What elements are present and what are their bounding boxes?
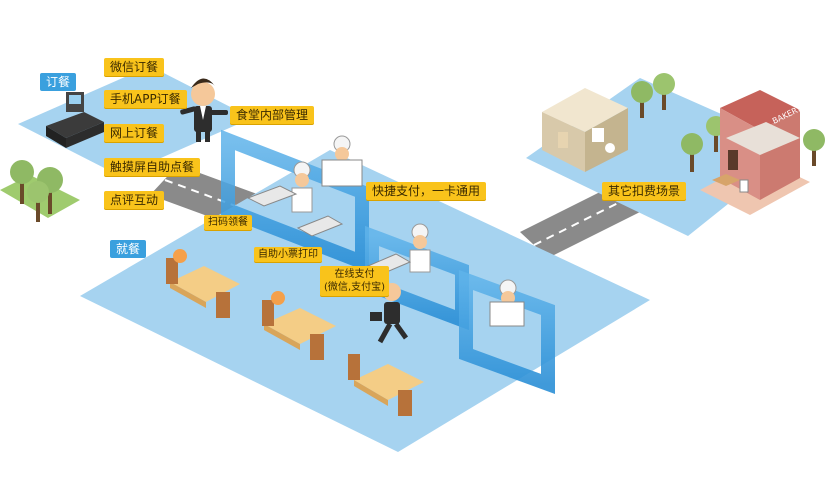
other-scenarios-label: 其它扣费场景 (602, 182, 687, 200)
cash-register-icon (46, 92, 104, 148)
receipt-print-label: 自助小票打印 (254, 247, 322, 262)
chef-icon (291, 135, 525, 327)
cafe-table-icon (712, 174, 749, 193)
dining-table-2 (262, 291, 336, 360)
online-payment-label: 在线支付 (微信,支付宝) (320, 266, 389, 296)
dining-section-label: 就餐 (110, 240, 147, 258)
dining-table-3 (348, 354, 424, 416)
payment-gate-1 (221, 129, 369, 273)
tree-group-left (0, 160, 80, 222)
waiter-character-icon (180, 78, 228, 142)
touchscreen-ordering-label: 触摸屏自助点餐 (104, 158, 201, 176)
wechat-ordering-label: 微信订餐 (104, 58, 165, 76)
web-ordering-label: 网上订餐 (104, 124, 165, 142)
quick-payment-label: 快捷支付，一卡通用 (366, 182, 487, 200)
payment-gate-3 (459, 269, 555, 395)
canteen-management-label: 食堂内部管理 (230, 106, 315, 124)
review-interaction-label: 点评互动 (104, 191, 165, 209)
washroom-icon (542, 88, 628, 172)
scan-pickup-label: 扫码领餐 (204, 215, 252, 230)
ordering-section-label: 订餐 (40, 73, 77, 91)
dining-table-1 (166, 249, 240, 318)
app-ordering-label: 手机APP订餐 (104, 90, 187, 108)
